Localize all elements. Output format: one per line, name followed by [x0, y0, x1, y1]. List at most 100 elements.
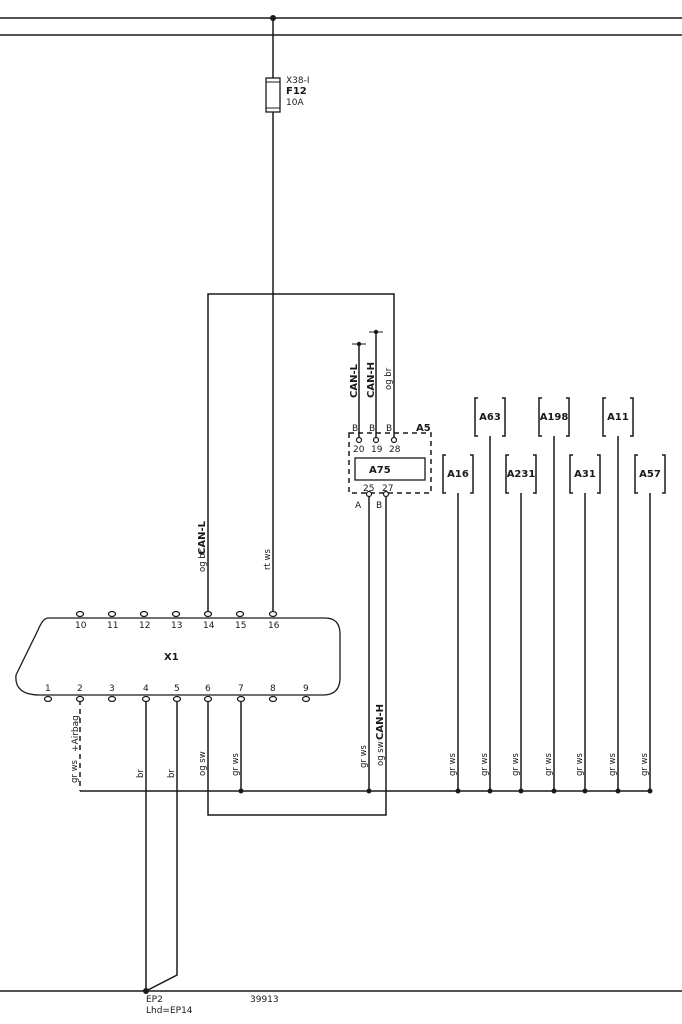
- a5-25-color-label: gr ws: [359, 744, 369, 768]
- module-bracket-left: [602, 397, 606, 437]
- x1-bottom-pin-terminal: [43, 695, 53, 703]
- x1-top-pin-number: 12: [139, 621, 150, 631]
- a5-pin-19: 19: [371, 445, 383, 455]
- a5-pin19-side: B: [369, 424, 375, 434]
- module-a198: A198 gr ws: [538, 397, 570, 794]
- module-bracket-right: [566, 397, 570, 437]
- pin2-airbag-label: +Airbag: [71, 715, 81, 752]
- module-wire-color-label: gr ws: [511, 752, 521, 776]
- x1-bottom-pin-number: 4: [143, 684, 149, 694]
- fuse-name-label: F12: [286, 86, 307, 97]
- x1-bottom-pin-terminal: [141, 695, 151, 703]
- a75-inner-box: [354, 457, 426, 481]
- x1-top-pin-terminal: [268, 610, 278, 618]
- x1-top-pin-terminal: [139, 610, 149, 618]
- x1-top-pin-number: 15: [235, 621, 246, 631]
- a5-pin25-terminal: [365, 490, 373, 498]
- a75-label: A75: [369, 465, 391, 476]
- x1-top-pin-terminal: [171, 610, 181, 618]
- power-rails: [0, 15, 682, 36]
- module-bracket-right: [533, 454, 537, 494]
- wire-pin14-to-a5-28: [207, 293, 395, 612]
- a5-pin19-terminal: [372, 436, 380, 444]
- fuse-connector-label: X38-I: [286, 76, 310, 86]
- a5-pin20-side: B: [352, 424, 358, 434]
- a5-ogbr-label: og br: [384, 367, 394, 390]
- module-a5: A5 B B B 20 19 28 A75 25 27 A B gr ws og…: [207, 423, 432, 816]
- module-bracket-right: [502, 397, 506, 437]
- x1-top-pin-terminal: [107, 610, 117, 618]
- x1-top-pin-number: 14: [203, 621, 215, 631]
- module-bracket-left: [442, 454, 446, 494]
- a5-pin-25: 25: [363, 484, 374, 494]
- x1-bottom-pin-terminal: [172, 695, 182, 703]
- a5-dashed-outline: [348, 432, 432, 494]
- wire-a5-27-to-pin6: [207, 497, 387, 816]
- can-h-dot: [373, 329, 379, 335]
- bus-junction-a5: [366, 788, 372, 794]
- module-a11: A11 gr ws: [602, 397, 634, 794]
- x1-bottom-pin-terminal: [268, 695, 278, 703]
- module-bus-junction: [582, 788, 588, 794]
- x1-bottom-pin-number: 3: [109, 684, 115, 694]
- x1-top-pin-number: 13: [171, 621, 182, 631]
- module-bracket-left: [538, 397, 542, 437]
- x1-bottom-pin-number: 7: [238, 684, 244, 694]
- pin14-can-label: CAN-L: [197, 520, 208, 555]
- module-name-label: A31: [574, 469, 596, 480]
- x1-bottom-pin-number: 2: [77, 684, 83, 694]
- module-bus-junction: [647, 788, 653, 794]
- a5-pin28-side: B: [386, 424, 392, 434]
- x1-housing: [15, 617, 341, 696]
- x1-bottom-pin-number: 9: [303, 684, 309, 694]
- a5-name-label: A5: [416, 423, 431, 434]
- pin14-color-label: og br: [198, 549, 208, 572]
- module-bus-junction: [455, 788, 461, 794]
- module-bracket-right: [630, 397, 634, 437]
- wire-loop-pin14: [207, 293, 395, 612]
- module-bracket-left: [569, 454, 573, 494]
- module-name-label: A16: [447, 469, 469, 480]
- x1-top-pin-number: 10: [75, 621, 87, 631]
- a5-pin27-side: B: [376, 501, 382, 511]
- x1-bottom-pin-terminal: [203, 695, 213, 703]
- module-wire-color-label: gr ws: [448, 752, 458, 776]
- a5-pin20-terminal: [355, 436, 363, 444]
- a5-pin-28: 28: [389, 445, 401, 455]
- fuse-f12: X38-I F12 10A: [265, 18, 310, 612]
- module-name-label: A63: [479, 412, 501, 423]
- x1-top-pin-terminal: [203, 610, 213, 618]
- module-wire-color-label: gr ws: [544, 752, 554, 776]
- x1-bottom-pin-number: 1: [45, 684, 51, 694]
- a5-can-l-label: CAN-L: [349, 363, 360, 398]
- module-name-label: A198: [540, 412, 569, 423]
- connector-x1: X1: [15, 617, 341, 696]
- module-bracket-left: [474, 397, 478, 437]
- pin2-color-label: gr ws: [70, 759, 80, 783]
- module-wire-color-label: gr ws: [608, 752, 618, 776]
- module-bus-junction: [615, 788, 621, 794]
- ground-name-label: EP2: [146, 995, 163, 1005]
- module-name-label: A11: [607, 412, 629, 423]
- bus-line: [80, 788, 650, 794]
- a5-pin-27: 27: [382, 484, 393, 494]
- module-a16: A16 gr ws: [442, 454, 474, 794]
- x1-bottom-pin-terminal: [107, 695, 117, 703]
- can-l-dot: [356, 341, 362, 347]
- a5-pin25-side: A: [355, 501, 362, 511]
- a5-can-h-label: CAN-H: [366, 362, 377, 398]
- pin6-color-label: og sw: [198, 751, 208, 776]
- fuse-rating-label: 10A: [286, 98, 304, 108]
- x1-bottom-pin-terminal: [301, 695, 311, 703]
- a5-pin-20: 20: [353, 445, 365, 455]
- a5-27-can-label: CAN-H: [375, 704, 386, 740]
- module-name-label: A57: [639, 469, 661, 480]
- x1-bottom-pin-terminal: [236, 695, 246, 703]
- module-bracket-left: [634, 454, 638, 494]
- module-bracket-right: [470, 454, 474, 494]
